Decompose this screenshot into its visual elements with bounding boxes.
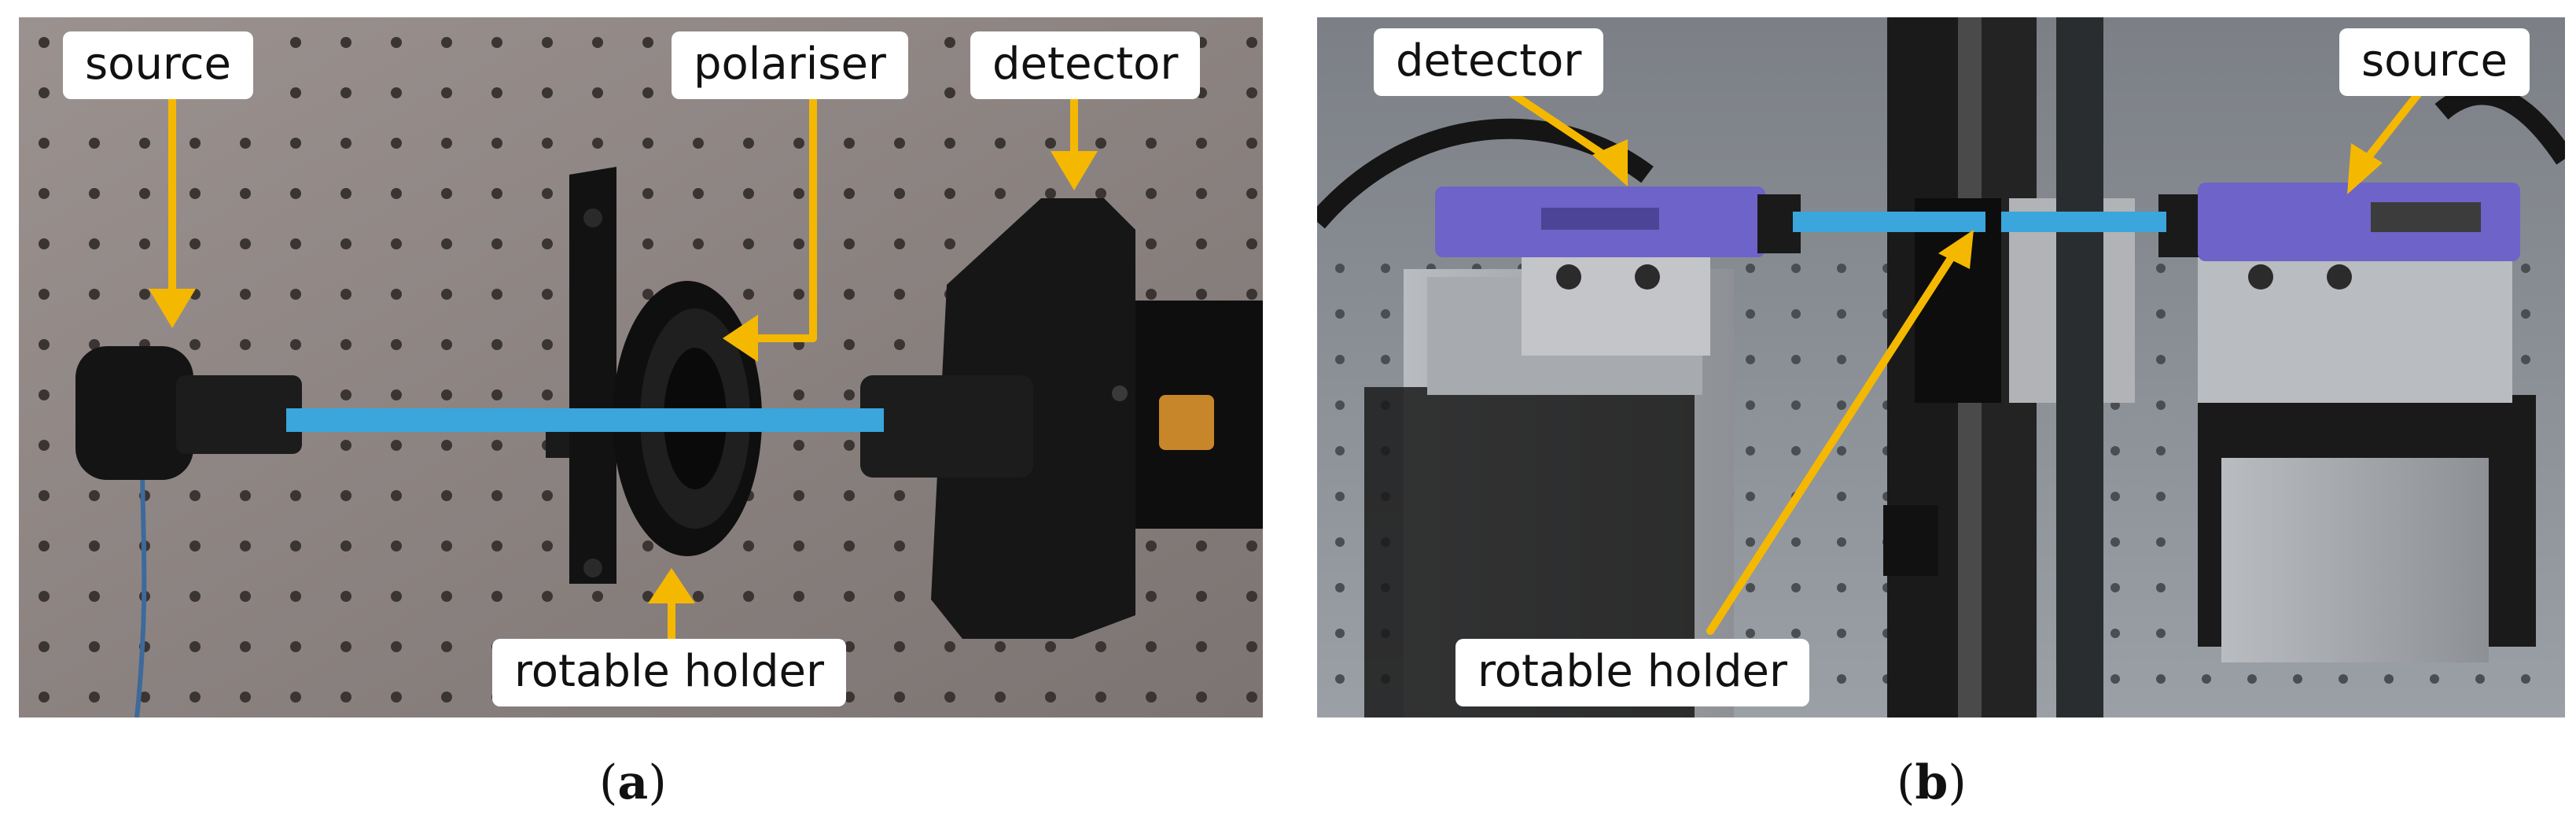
detector-a xyxy=(860,198,1263,639)
panel-b-scene xyxy=(1317,17,2565,717)
detector-module-b xyxy=(1435,186,1801,257)
source-module-b xyxy=(2158,183,2520,261)
arrow-detector-a xyxy=(1051,88,1098,190)
subcaption-a: (a) xyxy=(599,755,667,810)
arrow-holder-a xyxy=(648,568,695,643)
panel-a-photo: source polariser detector rotable holder xyxy=(19,17,1263,717)
label-holder-b: rotable holder xyxy=(1455,639,1810,706)
label-polariser-a: polariser xyxy=(672,31,908,99)
rotable-holder-b xyxy=(1883,17,2135,717)
label-detector-b: detector xyxy=(1374,28,1604,96)
subcaption-b: (b) xyxy=(1897,755,1967,810)
terahertz-beam-b-left xyxy=(1793,212,1985,232)
terahertz-beam-a xyxy=(286,408,884,432)
source-emitter-a xyxy=(75,346,302,717)
cable-right-b xyxy=(2434,84,2565,165)
label-detector-a: detector xyxy=(970,31,1201,99)
panel-a-scene xyxy=(19,17,1263,717)
label-source-b: source xyxy=(2339,28,2530,96)
panel-b-photo: detector source rotable holder xyxy=(1317,17,2565,717)
arrow-detector-b xyxy=(1494,80,1628,186)
label-source-a: source xyxy=(63,31,253,99)
arrow-source-b xyxy=(2347,80,2430,194)
source-stage-b xyxy=(2198,245,2536,662)
arrow-polariser-a xyxy=(723,88,817,362)
terahertz-beam-b-right xyxy=(2001,212,2166,232)
label-holder-a: rotable holder xyxy=(492,639,847,706)
arrow-source-a xyxy=(149,88,196,328)
arrow-holder-b xyxy=(1706,230,1974,635)
